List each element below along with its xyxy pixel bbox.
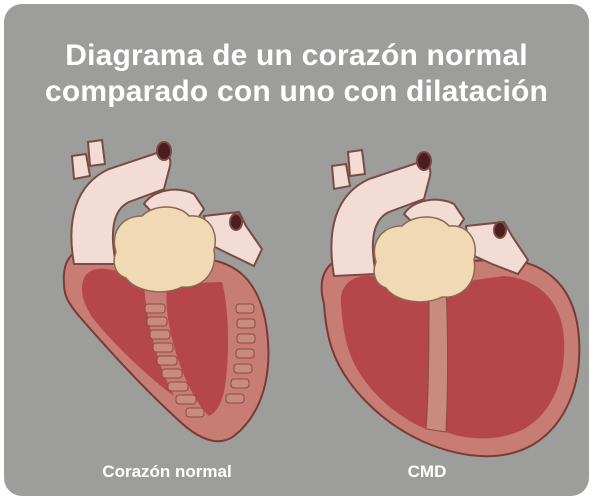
normal-heart-vessel-1: [70, 152, 92, 181]
label-cmd-heart: CMD: [407, 462, 447, 481]
cmd-heart-vessel-opening: [416, 151, 432, 171]
diagram-card: Diagrama de un corazón normal comparado …: [4, 4, 589, 496]
cmd-heart-septum: [425, 283, 448, 433]
cmd-heart-right-chamber: [446, 276, 565, 439]
cmd-heart-fat: [373, 216, 476, 303]
diagram-title: Diagrama de un corazón normal comparado …: [4, 38, 589, 110]
cmd-heart-illustration: [320, 148, 581, 458]
normal-heart-vessel-2: [86, 138, 107, 168]
normal-heart-vessel-opening: [156, 141, 172, 161]
cmd-heart-left-chamber: [340, 275, 429, 429]
cmd-heart-vessel-2: [346, 148, 367, 178]
normal-heart-fat: [113, 206, 216, 293]
normal-heart-left-chamber: [82, 268, 174, 396]
title-line-2: comparado con uno con dilatación: [44, 75, 549, 108]
label-normal-heart: Corazón normal: [102, 462, 232, 481]
normal-heart-illustration: [62, 138, 270, 443]
normal-heart-right-chamber: [166, 282, 229, 416]
cmd-heart-right-vessel-opening: [493, 221, 507, 239]
title-line-1: Diagrama de un corazón normal: [65, 39, 528, 72]
normal-heart-right-vessel-opening: [229, 213, 243, 231]
cmd-heart-vessel-1: [330, 162, 352, 191]
normal-heart-septum: [144, 303, 256, 418]
